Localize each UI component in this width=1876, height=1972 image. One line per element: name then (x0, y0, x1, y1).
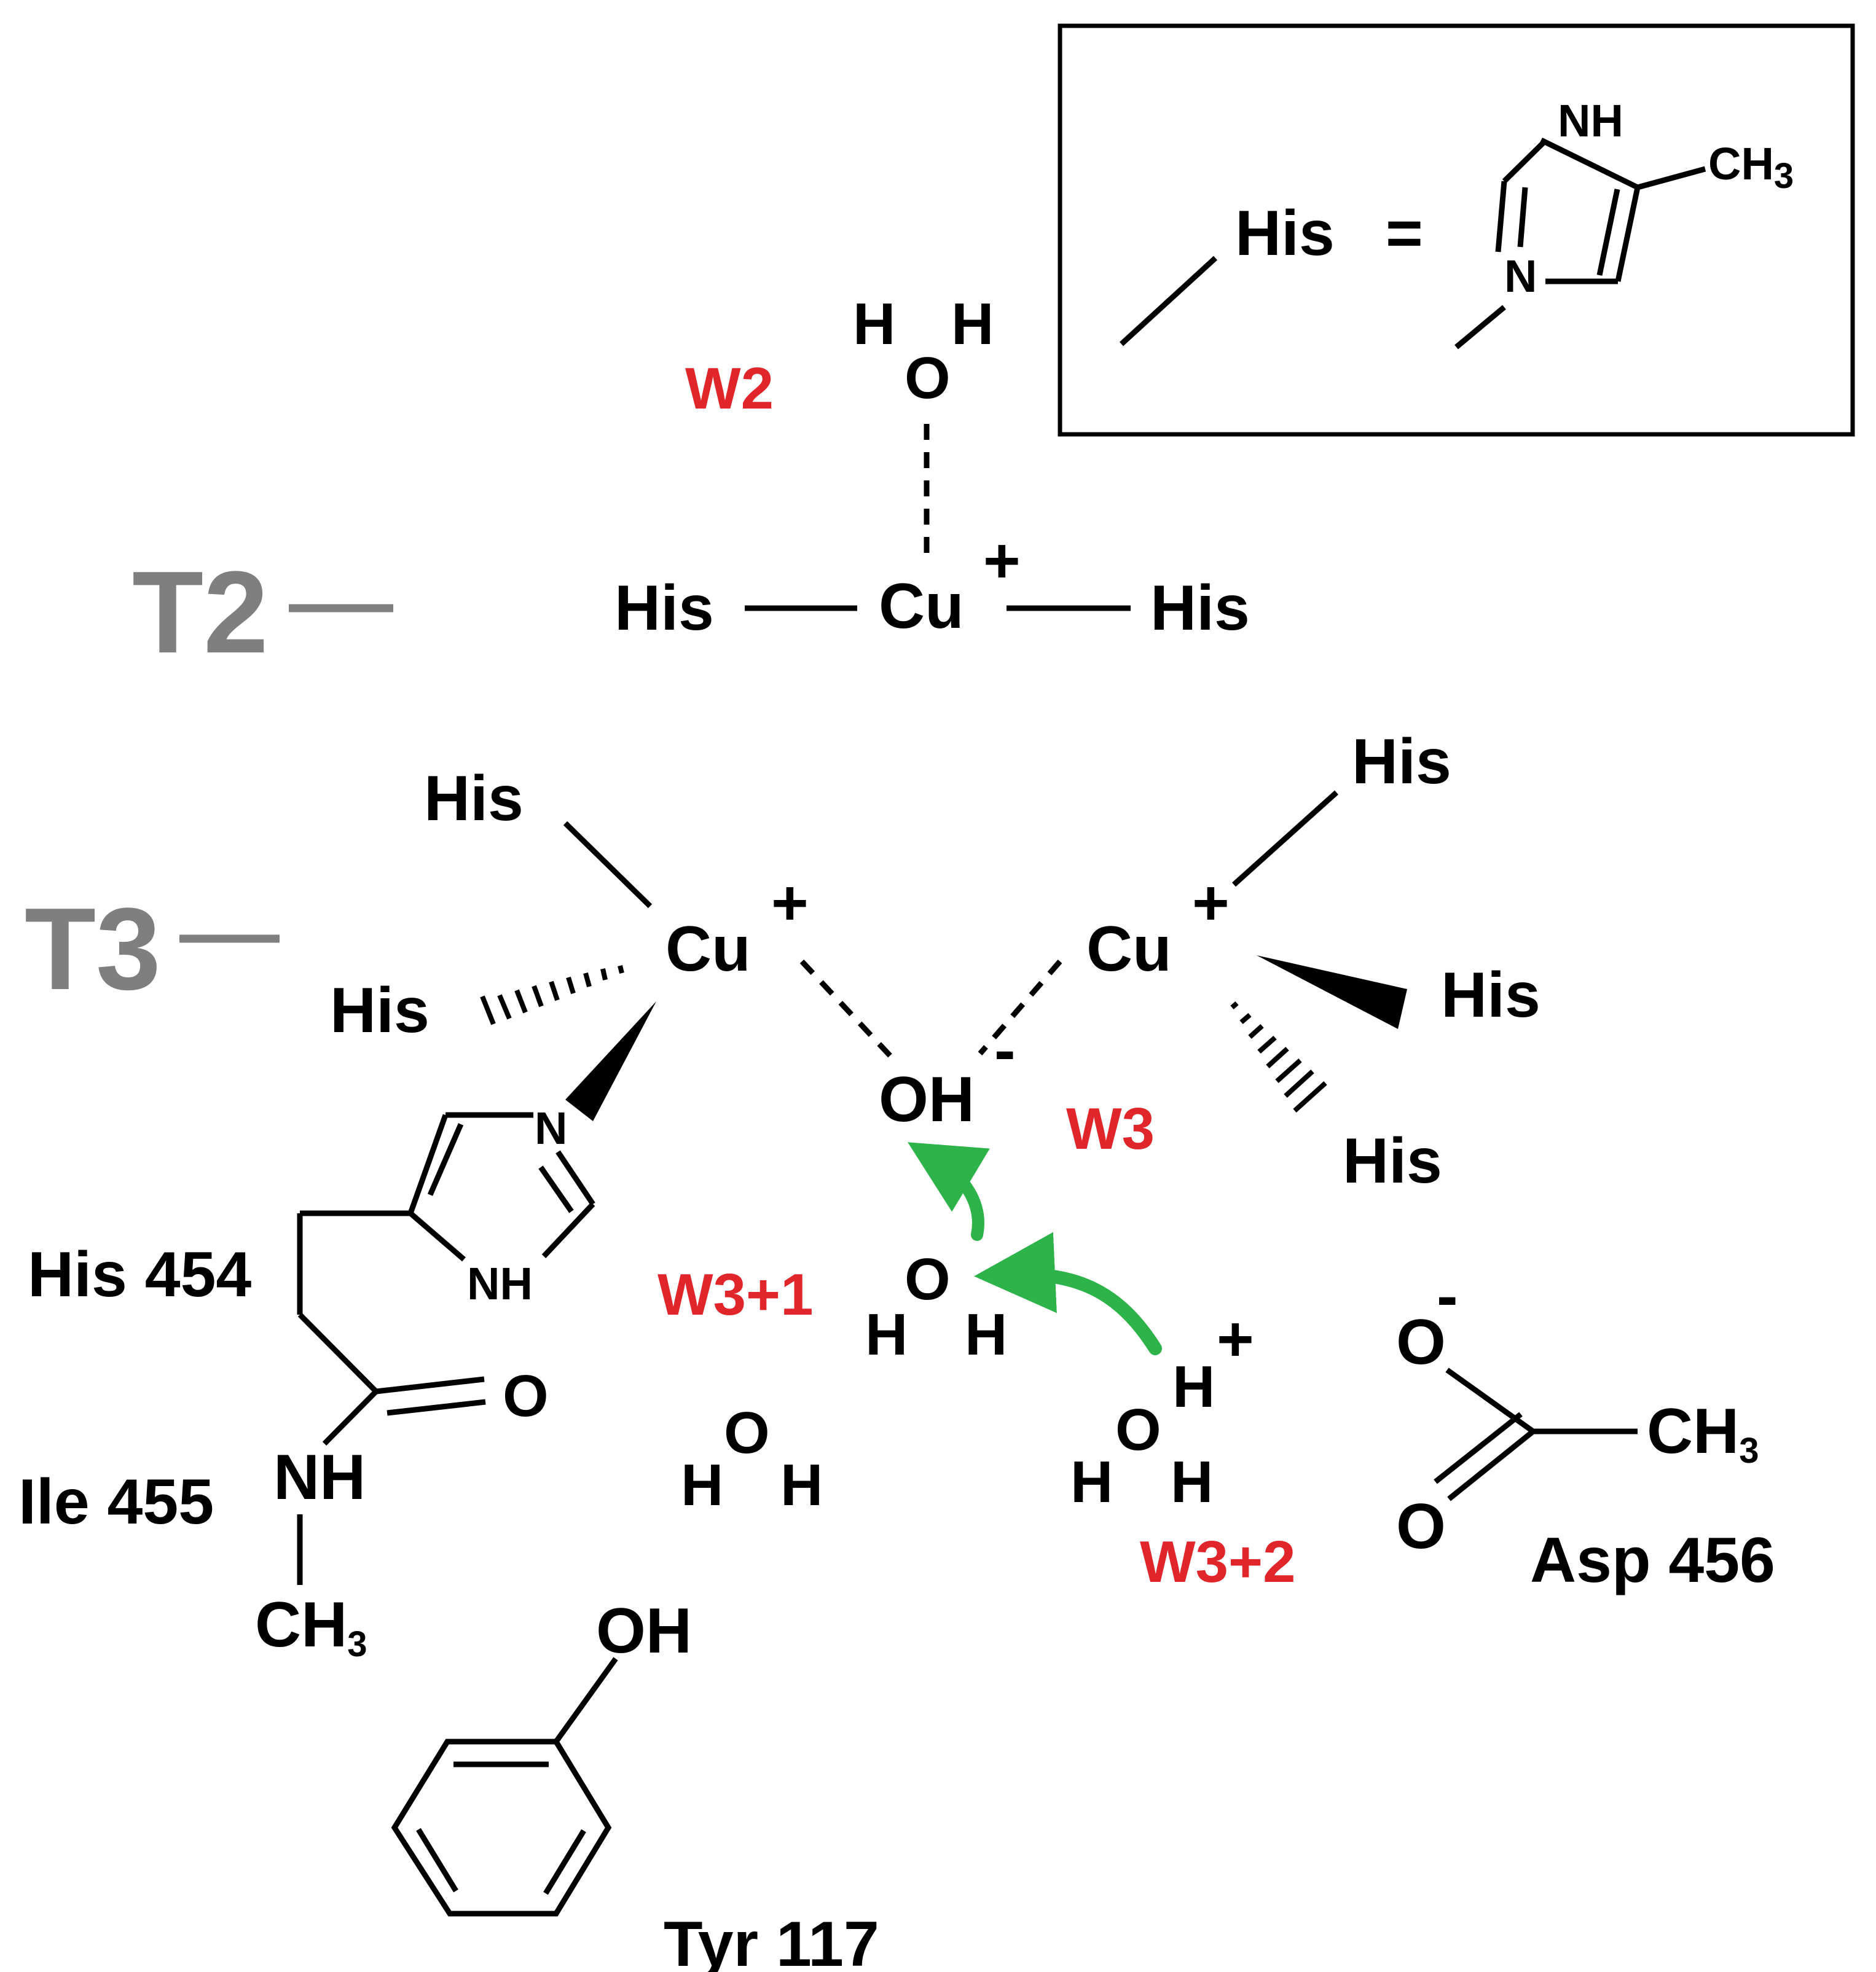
t3-bond-upper-right (1231, 790, 1339, 887)
asp456-methyl: CH3 (1647, 1396, 1759, 1471)
w32-oxygen: O (1115, 1397, 1161, 1463)
t2-his-right: His (1150, 573, 1250, 644)
site-t3: T3 (25, 884, 280, 1014)
tyr117-residue: OH Tyr 117 (391, 1595, 879, 1972)
tyr117-label: Tyr 117 (664, 1909, 879, 1972)
ile455-methyl: CH3 (255, 1589, 367, 1664)
t3-copper-center: His Cu + His His Cu + His (330, 726, 1540, 1197)
t3-cu-left-charge: + (771, 867, 809, 939)
his-legend: His = NH N CH3 (1058, 23, 1855, 437)
t3-cu-right: Cu (1086, 914, 1172, 985)
t2-his-left: His (614, 573, 714, 644)
w3-label: W3 (1066, 1096, 1155, 1162)
w31-h-right: H (965, 1302, 1007, 1367)
t3-oh-bond-right (978, 960, 1062, 1055)
free-water-h-left: H (681, 1452, 723, 1518)
w32-label: W3+2 (1140, 1529, 1295, 1595)
legend-n: N (1504, 251, 1537, 302)
ile455-carbonyl-o: O (503, 1363, 549, 1429)
t3-hashed-bond-left (480, 965, 624, 1025)
legend-ch3: CH3 (1708, 138, 1794, 196)
w31-label: W3+1 (657, 1262, 813, 1328)
t3-wedge-bond-mid-right (1257, 955, 1407, 1029)
free-water-h-right: H (780, 1452, 823, 1518)
t3-cu-right-charge: + (1192, 867, 1230, 939)
t3-wedge-bond-his454 (565, 1001, 656, 1121)
w32-h-top: H (1172, 1354, 1215, 1420)
asp456-o-bottom: O (1396, 1491, 1446, 1562)
t3-bond-upper-left (563, 821, 653, 909)
t3-oh-bond-left (799, 959, 893, 1059)
w32-h-left: H (1070, 1449, 1113, 1515)
legend-nh: NH (1558, 95, 1623, 146)
his454-label: His 454 (28, 1239, 251, 1310)
w3-hydroxide-charge: - (994, 1015, 1016, 1086)
asp456-residue: O - CH3 O Asp 456 (1396, 1261, 1775, 1596)
w31-oxygen: O (905, 1246, 951, 1312)
t3-his-lower-left: His (330, 975, 430, 1046)
proton-arrow-w32-to-w31 (974, 1232, 1162, 1355)
legend-imidazole-ring (1454, 137, 1706, 350)
t3-cu-left: Cu (665, 914, 751, 985)
site-t2-label: T2 (132, 547, 269, 678)
his454-ring-nh: NH (467, 1258, 533, 1309)
site-t3-label: T3 (25, 884, 161, 1014)
t3-his-mid-right: His (1441, 960, 1540, 1031)
w2-h-left: H (853, 291, 895, 357)
tyr117-phenyl-ring (391, 1739, 612, 1917)
t3-his-upper-left: His (424, 763, 524, 834)
his454-residue: His 454 N NH (28, 1103, 595, 1394)
asp456-o-charge: - (1437, 1261, 1458, 1332)
asp456-label: Asp 456 (1530, 1525, 1775, 1596)
w2-oxygen: O (905, 345, 951, 411)
w2-label: W2 (685, 356, 774, 421)
legend-his-text: His (1235, 198, 1335, 269)
t3-his-upper-right: His (1352, 726, 1451, 797)
t2-cu-charge: + (983, 525, 1021, 597)
w32-charge: + (1217, 1304, 1254, 1375)
ile455-label: Ile 455 (18, 1466, 214, 1538)
t3-his-lower-right: His (1343, 1125, 1442, 1197)
proton-arrow-w31-to-w3 (908, 1142, 990, 1241)
site-t2: T2 (132, 547, 393, 678)
proton-transfer-waters: W3+1 O H H H + O H H W3+2 O H H (657, 1142, 1295, 1595)
legend-frame (1058, 23, 1855, 437)
his454-ring-n: N (535, 1103, 567, 1154)
asp456-o-top: O (1396, 1307, 1446, 1378)
free-water-oxygen: O (724, 1400, 770, 1466)
t2-cu: Cu (879, 571, 964, 642)
legend-bond (1119, 256, 1218, 346)
tyr117-oh: OH (596, 1595, 692, 1667)
w3-hydroxide: OH (879, 1064, 975, 1135)
t2-copper-center: W2 H H O His Cu + His (614, 291, 1250, 644)
ile455-nh: NH (273, 1442, 366, 1513)
w2-h-right: H (951, 291, 994, 357)
w32-h-right: H (1171, 1449, 1213, 1515)
legend-equals: = (1386, 198, 1423, 269)
w31-h-left: H (865, 1302, 908, 1367)
t3-hashed-bond-right (1230, 1001, 1327, 1113)
ile455-residue: O NH Ile 455 CH3 (18, 1363, 549, 1664)
